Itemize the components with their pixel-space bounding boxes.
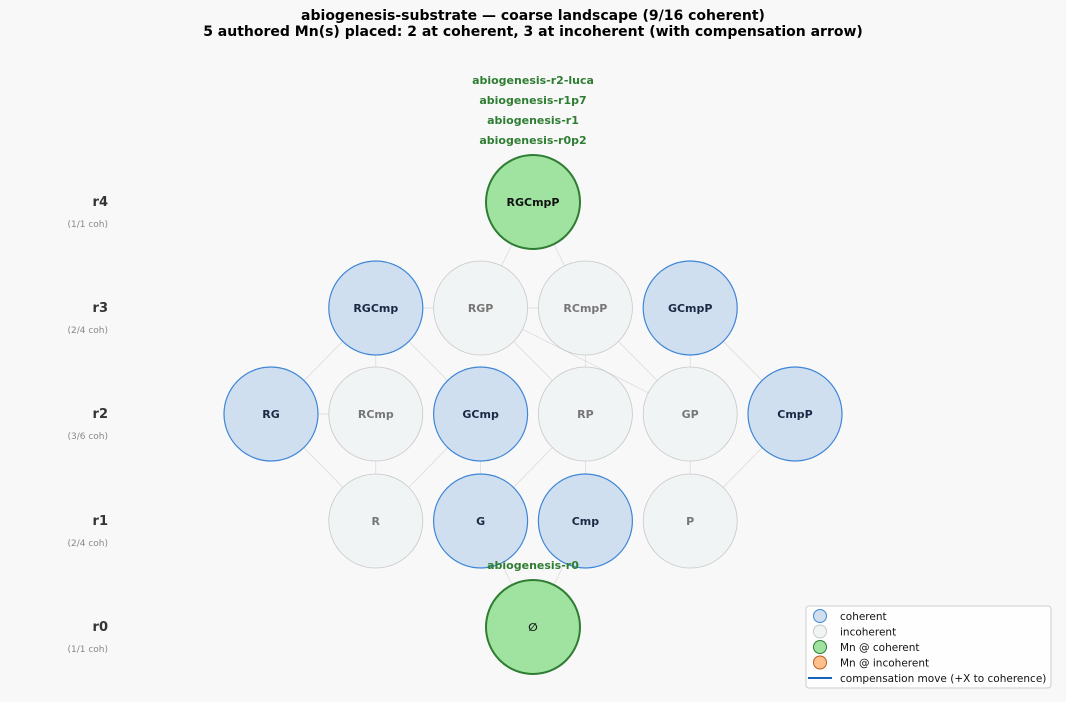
mn-labels: abiogenesis-r2-luca abiogenesis-r1p7 abiog… (472, 74, 594, 572)
node-label: RP (577, 408, 594, 421)
node-circle (642, 473, 738, 569)
node-gp: GP (642, 366, 738, 462)
node-rg: RG (223, 366, 319, 462)
figure-title: abiogenesis-substrate — coarse landscape… (301, 8, 765, 24)
node-label: RG (262, 408, 280, 421)
node-label: P (686, 515, 694, 528)
row-label-r1: r1 (93, 514, 108, 529)
legend-label: Mn @ incoherent (840, 658, 929, 670)
legend-label: coherent (840, 611, 887, 623)
node-circle (433, 473, 529, 569)
node-label: ∅ (528, 621, 537, 634)
legend-items: coherent incoherent Mn @ coherent Mn @ inco… (808, 609, 1046, 685)
node-label: RCmpP (563, 302, 607, 315)
row-label-r0: r0 (93, 620, 108, 635)
node-circle (538, 366, 633, 462)
node-label: CmpP (777, 408, 812, 421)
node-cmpp: CmpP (747, 366, 843, 462)
node-label: GCmp (462, 408, 499, 421)
row-labels: r4 (1/1 coh) r3 (2/4 coh) r2 (3/6 coh) r1 (2/4 … (67, 195, 108, 655)
node-circle (433, 366, 529, 462)
node-p: P (642, 473, 738, 569)
row-count-r4: (1/1 coh) (67, 220, 108, 230)
node-label: G (476, 515, 485, 528)
mn-label-abiogenesis-r0: abiogenesis-r0 (487, 559, 579, 572)
node-gcmpp: GCmpP (642, 260, 738, 356)
legend-item-coherent: coherent (813, 609, 887, 623)
node-label: Cmp (572, 515, 600, 528)
node-rp: RP (538, 366, 633, 462)
mn-label-abiogenesis-r1p7: abiogenesis-r1p7 (479, 94, 586, 107)
node-circle (485, 154, 581, 250)
row-count-r0: (1/1 coh) (67, 645, 108, 655)
row-count-r3: (2/4 coh) (67, 326, 108, 336)
node-circle (328, 366, 424, 462)
node-circle (328, 260, 424, 356)
node-circle (485, 579, 581, 675)
node-circle (538, 260, 633, 356)
node-circle (433, 260, 529, 356)
legend-item-compensation: compensation move (+X to coherence) (808, 673, 1046, 685)
node-label: R (372, 515, 381, 528)
node-rgcmp: RGCmp (328, 260, 424, 356)
node-circle (747, 366, 843, 462)
node-empty: ∅ (485, 579, 581, 675)
node-circle (223, 366, 319, 462)
node-label: RGCmpP (507, 196, 560, 209)
row-label-r2: r2 (93, 407, 108, 422)
legend-label: incoherent (840, 627, 896, 639)
node-cmp: Cmp (537, 473, 634, 569)
node-g: G (433, 473, 529, 569)
row-count-r1: (2/4 coh) (67, 539, 108, 549)
row-label-r3: r3 (93, 301, 108, 316)
legend-circle-swatch (813, 609, 827, 623)
legend-label: compensation move (+X to coherence) (840, 673, 1046, 685)
figure-subtitle: 5 authored Mn(s) placed: 2 at coherent, … (203, 24, 863, 40)
node-rgcmpp: RGCmpP (485, 154, 581, 250)
node-label: GCmpP (668, 302, 713, 315)
legend-box (805, 605, 1052, 689)
row-label-r4: r4 (93, 195, 108, 210)
mn-label-abiogenesis-r0p2: abiogenesis-r0p2 (479, 134, 586, 147)
mn-label-abiogenesis-r1: abiogenesis-r1 (487, 114, 579, 127)
row-count-r2: (3/6 coh) (67, 432, 108, 442)
legend: coherent incoherent Mn @ coherent Mn @ inco… (805, 605, 1052, 689)
legend-circle-swatch (813, 640, 827, 654)
node-rcmpp: RCmpP (538, 260, 633, 356)
node-label: RCmp (358, 408, 394, 421)
node-circle (642, 366, 738, 462)
legend-item-incoherent: incoherent (813, 624, 896, 639)
node-label: RGCmp (353, 302, 398, 315)
legend-item-mn-incoherent: Mn @ incoherent (813, 655, 929, 670)
node-r: R (328, 473, 424, 569)
node-label: GP (682, 408, 699, 421)
node-circle (328, 473, 424, 569)
node-circle (642, 260, 738, 356)
legend-circle-swatch (813, 624, 827, 639)
node-label: RGP (468, 302, 494, 315)
mn-label-abiogenesis-r2-luca: abiogenesis-r2-luca (472, 74, 594, 87)
legend-item-mn-coherent: Mn @ coherent (813, 640, 920, 654)
node-rcmp: RCmp (328, 366, 424, 462)
node-rgp: RGP (433, 260, 529, 356)
legend-circle-swatch (813, 655, 827, 670)
legend-label: Mn @ coherent (840, 642, 920, 654)
node-gcmp: GCmp (433, 366, 529, 462)
node-circle (537, 473, 634, 569)
